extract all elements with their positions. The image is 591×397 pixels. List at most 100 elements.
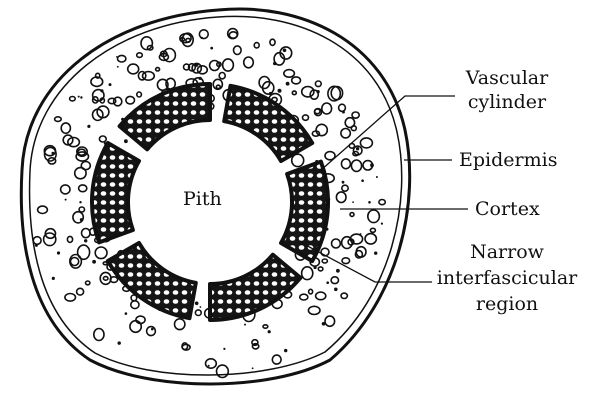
cortex-cell [137,92,142,97]
cortex-cell [217,365,229,377]
cortex-cell [272,355,281,364]
cortex-dot [283,49,287,53]
cortex-cell [216,85,220,88]
cortex-cell [351,160,361,171]
cortex-cell [352,112,359,118]
cortex-cell [339,104,346,111]
cortex-dot [326,281,329,284]
vascular-bundle-1 [224,86,312,161]
cortex-dot [118,341,121,344]
cortex-dot [201,37,203,39]
cortex-cell [342,258,350,264]
cortex-cell [141,37,152,50]
cortex-dot [116,56,118,58]
cortex-dot [79,201,81,203]
cortex-dot [278,89,282,93]
cortex-cell [234,46,242,55]
cortex-dot [208,365,210,367]
cortex-cell [81,162,90,170]
cortex-dot [322,322,326,326]
cortex-dot [117,66,119,68]
cortex-cell [308,306,320,314]
cortex-dot [342,181,345,184]
cortex-cell [108,98,116,103]
cortex-dot [376,176,378,178]
cortex-cell [65,294,76,302]
cortex-dot [273,62,277,66]
cortex-cell [103,277,108,281]
cortex-dot [52,277,55,280]
cortex-dot [334,288,338,292]
cortex-dot [244,324,246,326]
cortex-cell [100,272,111,284]
cortex-cell [379,200,385,205]
cortex-cell [79,185,87,192]
cortex-cell [156,68,160,71]
cortex-cell [244,57,254,68]
cortex-dot [199,77,202,80]
cortex-dot [316,90,319,93]
cortex-cell [331,277,338,284]
cortex-cell [195,310,201,316]
cortex-cell [342,185,348,191]
cortex-cell [82,229,91,238]
cortex-dot [381,223,383,225]
cortex-dot [194,63,198,67]
cortex-cell [33,237,41,245]
cortex-cell [100,98,104,103]
cortex-dot [368,201,371,204]
cortex-cell [126,96,135,104]
cortex-dot [268,330,271,333]
cortex-cell [302,267,313,280]
cortex-dot [35,244,38,247]
cortex-cell [300,294,308,300]
cortex-cell [368,210,380,223]
vascular-bundle-3 [210,255,300,320]
cortex-cell [263,325,268,328]
cortex-dot [78,96,80,98]
cortex-cell [316,292,326,300]
cortex-dot [342,111,345,114]
cortex-cell [99,136,106,142]
cortex-dot [374,252,377,255]
cortex-dot [151,328,154,331]
cortex-dot [284,349,287,352]
cortex-cell [128,64,139,74]
cortex-cell [360,138,372,148]
cortex-dot [356,147,359,150]
cortex-dot [352,201,354,203]
cortex-cell [44,233,56,246]
cortex-cell [284,70,295,78]
cortex-dot [336,269,340,273]
cortex-dot [252,367,254,369]
label-pith: Pith [183,188,222,210]
cortex-dot [360,233,362,235]
cortex-cell [341,129,350,138]
cortex-cell [206,359,217,368]
cortex-cell [79,207,84,212]
cortex-cell [350,213,354,217]
vascular-bundle-5 [92,143,139,242]
cortex-cell [147,327,156,336]
cortex-cell [199,30,208,39]
cortex-cell [61,185,70,194]
cortex-dot [80,96,82,98]
cortex-cell [94,329,104,341]
cortex-dot [223,348,225,350]
cortex-cell [332,239,341,248]
cortex-dot [84,239,87,242]
cortex-cell [292,77,301,84]
cortex-cell [322,259,327,263]
cortex-dot [65,199,67,201]
cortex-cell [316,124,327,135]
label-interfascicular-line3: region [476,293,538,315]
cortex-cell [341,293,347,298]
cortex-dot [195,302,199,306]
cortex-dot [210,47,213,50]
cortex-dot [286,82,290,86]
label-epidermis: Epidermis [459,149,557,171]
cortex-cell [70,97,76,101]
cortex-dot [314,266,317,269]
